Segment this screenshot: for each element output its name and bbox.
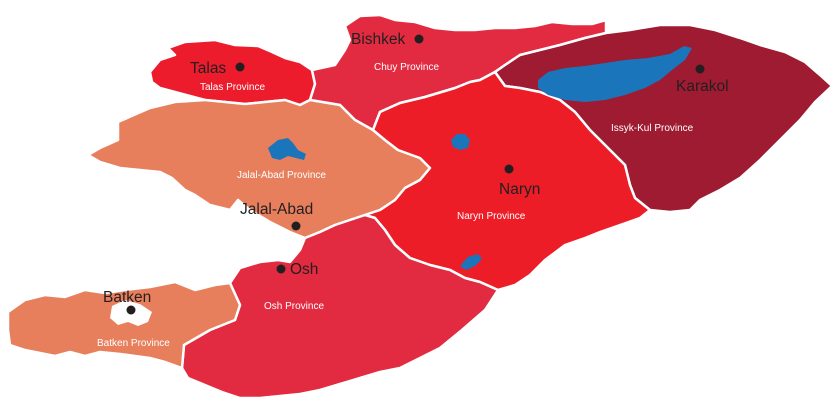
city-dot-talas: [235, 62, 245, 72]
city-label-bishkek: Bishkek: [351, 31, 406, 48]
city-label-naryn: Naryn: [499, 181, 540, 198]
lake-issyk-kul: [538, 46, 692, 102]
lake-chatyr-kul: [460, 254, 482, 270]
city-label-osh: Osh: [290, 261, 318, 278]
city-label-talas: Talas: [190, 60, 226, 77]
city-dot-jalal-abad: [291, 221, 301, 231]
province-label-jalal-abad: Jalal-Abad Province: [237, 170, 326, 181]
city-label-batken: Batken: [103, 289, 151, 306]
region-talas[interactable]: [148, 38, 317, 107]
region-osh[interactable]: [180, 213, 500, 400]
region-batken[interactable]: [6, 280, 242, 370]
lake-toktogul: [268, 138, 306, 160]
city-label-jalal-abad: Jalal-Abad: [240, 201, 313, 218]
province-label-batken: Batken Province: [97, 338, 170, 349]
city-dot-osh: [276, 264, 286, 274]
city-dot-karakol: [695, 64, 705, 74]
province-label-osh: Osh Province: [264, 301, 324, 312]
province-label-chuy: Chuy Province: [374, 62, 439, 73]
province-label-talas: Talas Province: [200, 82, 265, 93]
city-label-karakol: Karakol: [676, 78, 729, 95]
region-naryn[interactable]: [363, 70, 652, 292]
city-dot-naryn: [504, 164, 514, 174]
city-dot-bishkek: [414, 34, 424, 44]
province-label-naryn: Naryn Province: [457, 211, 526, 222]
province-label-issyk-kul: Issyk-Kul Province: [611, 123, 694, 134]
lake-son-kul: [451, 134, 470, 150]
city-dot-batken: [126, 305, 136, 315]
